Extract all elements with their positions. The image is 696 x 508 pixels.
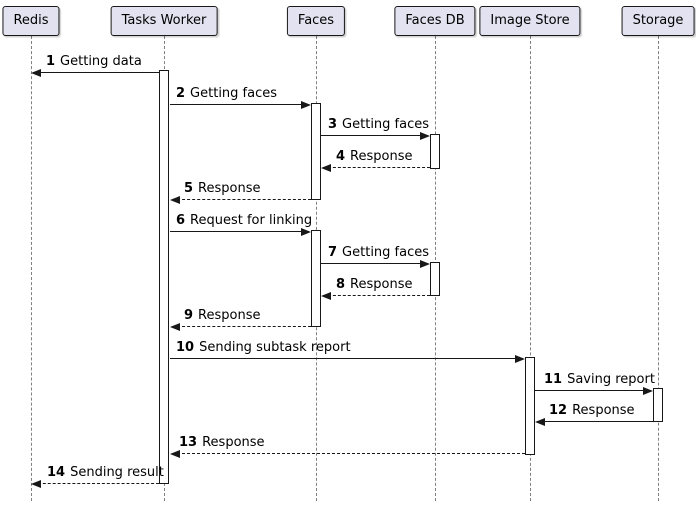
message-text: Saving report — [567, 372, 655, 387]
message-number: 6 — [176, 213, 186, 228]
arrowhead-icon — [420, 259, 430, 268]
participant-faces: Faces — [286, 6, 346, 36]
participant-redis: Redis — [2, 6, 60, 36]
activation-faces-db — [430, 134, 440, 169]
arrowhead-icon — [420, 131, 430, 140]
message-label-4: 4 Response — [336, 150, 412, 164]
message-number: 4 — [336, 149, 346, 164]
message-text: Response — [198, 308, 261, 323]
message-text: Response — [350, 277, 413, 292]
arrowhead-icon — [535, 417, 545, 426]
message-label-7: 7 Getting faces — [328, 246, 429, 260]
arrowhead-icon — [31, 68, 41, 77]
participant-label: Redis — [13, 13, 49, 28]
message-text: Sending subtask report — [199, 340, 351, 355]
message-text: Getting faces — [190, 86, 278, 101]
message-label-14: 14 Sending result — [47, 466, 164, 480]
activation-faces — [311, 103, 321, 200]
message-number: 8 — [336, 277, 346, 292]
message-number: 13 — [179, 435, 198, 450]
message-line-2 — [170, 104, 309, 105]
arrowhead-icon — [321, 163, 331, 172]
message-label-3: 3 Getting faces — [328, 118, 429, 132]
lifeline-storage — [657, 36, 659, 501]
activation-tasks-worker — [159, 70, 169, 484]
message-label-10: 10 Sending subtask report — [176, 341, 351, 355]
participant-label: Tasks Worker — [121, 13, 207, 28]
participant-tasks-worker: Tasks Worker — [110, 6, 218, 36]
participant-faces-db: Faces DB — [394, 6, 476, 36]
message-text: Sending result — [70, 465, 164, 480]
message-label-2: 2 Getting faces — [176, 87, 277, 101]
message-text: Response — [572, 403, 635, 418]
message-line-6 — [170, 231, 309, 232]
message-number: 12 — [549, 403, 568, 418]
message-line-14 — [33, 483, 159, 484]
activation-storage — [653, 388, 663, 422]
participant-label: Faces — [297, 13, 335, 28]
lifeline-redis — [30, 36, 32, 501]
arrowhead-icon — [170, 449, 180, 458]
message-label-5: 5 Response — [184, 182, 260, 196]
arrowhead-icon — [321, 291, 331, 300]
message-number: 2 — [176, 86, 186, 101]
message-text: Response — [202, 435, 265, 450]
message-number: 10 — [176, 340, 195, 355]
arrowhead-icon — [515, 354, 525, 363]
message-number: 3 — [328, 117, 338, 132]
arrowhead-icon — [170, 322, 180, 331]
message-line-11 — [535, 390, 651, 391]
message-line-8 — [323, 295, 430, 296]
message-line-13 — [172, 453, 525, 454]
message-line-12 — [537, 421, 653, 422]
message-label-8: 8 Response — [336, 278, 412, 292]
message-line-7 — [321, 263, 428, 264]
arrowhead-icon — [643, 386, 653, 395]
message-text: Getting data — [60, 54, 142, 69]
lifeline-image-store — [529, 36, 531, 501]
arrowhead-icon — [301, 100, 311, 109]
message-text: Getting faces — [342, 245, 430, 260]
participant-image-store: Image Store — [479, 6, 581, 36]
message-text: Getting faces — [342, 117, 430, 132]
message-number: 1 — [46, 54, 56, 69]
message-text: Request for linking — [190, 213, 313, 228]
message-line-10 — [170, 358, 523, 359]
activation-faces — [311, 230, 321, 327]
participant-storage: Storage — [621, 6, 695, 36]
message-line-3 — [321, 135, 428, 136]
message-number: 5 — [184, 181, 194, 196]
message-line-5 — [172, 199, 311, 200]
message-label-6: 6 Request for linking — [176, 214, 312, 228]
participant-label: Faces DB — [405, 13, 465, 28]
message-number: 7 — [328, 245, 338, 260]
message-line-9 — [172, 326, 311, 327]
message-line-1 — [33, 72, 159, 73]
activation-faces-db — [430, 262, 440, 296]
activation-image-store — [525, 357, 535, 455]
message-line-4 — [323, 167, 430, 168]
message-number: 9 — [184, 308, 194, 323]
arrowhead-icon — [170, 195, 180, 204]
message-number: 11 — [544, 372, 563, 387]
arrowhead-icon — [301, 227, 311, 236]
message-label-12: 12 Response — [549, 404, 635, 418]
message-label-9: 9 Response — [184, 309, 260, 323]
message-label-1: 1 Getting data — [46, 55, 142, 69]
message-text: Response — [198, 181, 261, 196]
message-text: Response — [350, 149, 413, 164]
message-label-11: 11 Saving report — [544, 373, 655, 387]
participant-label: Storage — [632, 13, 684, 28]
message-label-13: 13 Response — [179, 436, 265, 450]
message-number: 14 — [47, 465, 66, 480]
arrowhead-icon — [31, 479, 41, 488]
participant-label: Image Store — [490, 13, 570, 28]
